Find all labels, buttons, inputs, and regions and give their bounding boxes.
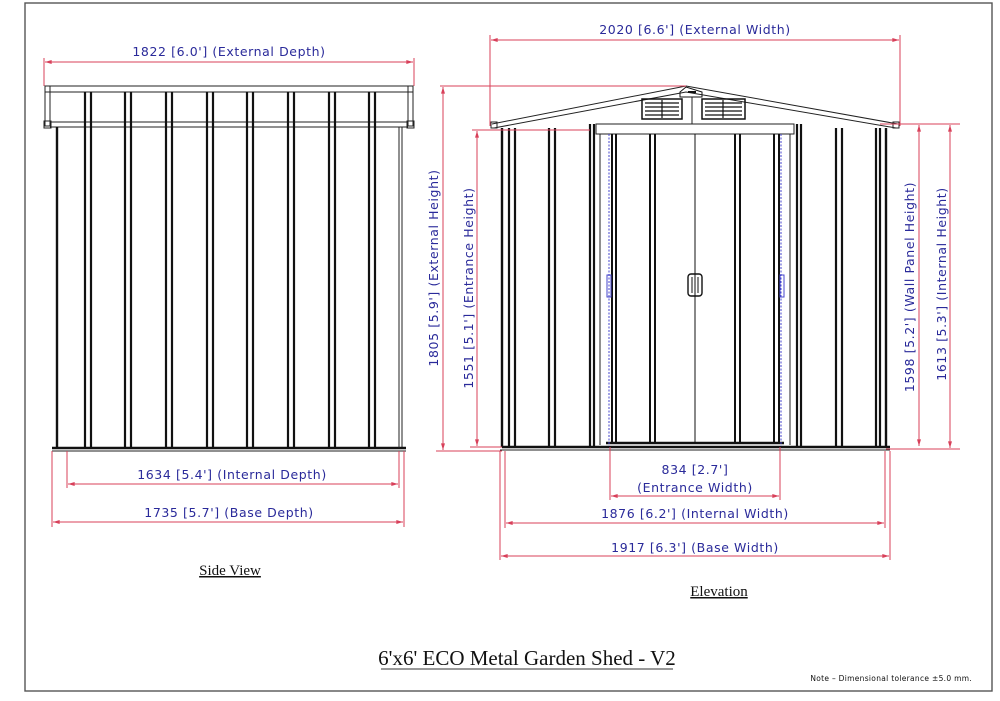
side-view-drawing [43,85,415,452]
vent-left [641,98,683,120]
elevation-drawing [490,85,900,451]
elevation-label: Elevation [690,584,748,600]
base-width-dimension: 1917 [6.3'] (Base Width) [611,540,779,555]
tolerance-note: Note – Dimensional tolerance ±5.0 mm. [810,674,972,683]
vent-right [701,98,746,120]
entrance-height-dimension: 1551 [5.1'] (Entrance Height) [461,187,476,388]
internal-height-dimension: 1613 [5.3'] (Internal Height) [934,187,949,380]
base-depth-dimension: 1735 [5.7'] (Base Depth) [144,505,313,520]
door-frame [595,123,795,135]
external-width-dimension: 2020 [6.6'] (External Width) [599,22,791,37]
external-height-dimension: 1805 [5.9'] (External Height) [426,169,441,366]
door-handle-icon [687,273,703,297]
entrance-width-label: (Entrance Width) [637,480,753,495]
internal-depth-dimension: 1634 [5.4'] (Internal Depth) [137,467,327,482]
wall-panel-height-dimension: 1598 [5.2'] (Wall Panel Height) [902,182,917,392]
elevation-dimensions [436,35,960,560]
external-depth-dimension: 1822 [6.0'] (External Depth) [132,44,325,59]
drawing-title: 6'x6' ECO Metal Garden Shed - V2 [378,646,676,670]
internal-width-dimension: 1876 [6.2'] (Internal Width) [601,506,789,521]
sheet-border [24,2,993,692]
entrance-width-value: 834 [2.7'] [662,462,729,477]
side-view-dimensions [43,58,415,527]
side-view-label: Side View [199,563,261,579]
